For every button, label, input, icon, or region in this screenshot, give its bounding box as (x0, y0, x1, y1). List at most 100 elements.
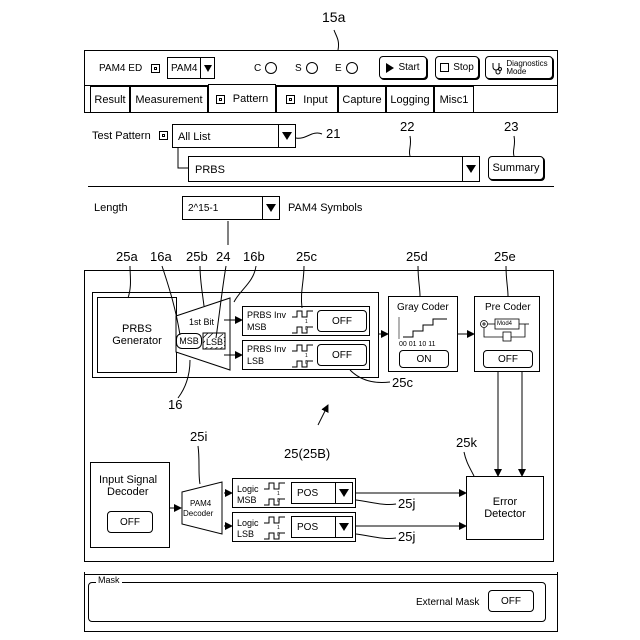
tab-capture[interactable]: Capture (338, 86, 386, 112)
gray-coder-toggle[interactable]: ON (399, 350, 449, 368)
summary-button-label: Summary (492, 162, 539, 174)
test-pattern-label: Test Pattern (92, 131, 151, 142)
msb-indicator: MSB (176, 333, 202, 349)
logic-lsb-label: Logic (237, 519, 259, 528)
chevron-down-icon (335, 483, 352, 503)
prbs-generator-label-2: Generator (112, 335, 162, 347)
tab-misc1[interactable]: Misc1 (434, 86, 474, 112)
mode-select[interactable]: PAM4 (167, 57, 215, 79)
gray-coder-value: ON (417, 354, 432, 365)
tab-result[interactable]: Result (90, 86, 130, 112)
settings-small-icon[interactable] (151, 64, 160, 73)
prbs-inv-lsb-toggle[interactable]: OFF (317, 344, 367, 366)
input-decoder-value: OFF (120, 517, 140, 528)
svg-text:1: 1 (277, 525, 280, 531)
logic-msb-select[interactable]: POS (291, 482, 353, 504)
start-button[interactable]: Start (379, 56, 427, 79)
external-mask-label: External Mask (416, 598, 479, 608)
ref-16a: 16a (150, 250, 172, 263)
prbs-inv-msb-block: PRBS Inv MSB 1 0 OFF (242, 306, 370, 336)
gray-coder-levels: 00 01 10 11 (399, 341, 435, 348)
stethoscope-icon (490, 61, 504, 75)
tab-measurement[interactable]: Measurement (130, 86, 208, 112)
svg-text:0: 0 (277, 532, 280, 538)
radio-s[interactable] (306, 62, 318, 74)
ref-25j-bottom: 25j (398, 530, 415, 543)
ref-25c-top: 25c (296, 250, 317, 263)
diagnostics-mode-label: Mode (506, 68, 547, 76)
svg-text:1: 1 (277, 491, 280, 497)
gray-coder-title: Gray Coder (397, 303, 449, 313)
ref-16b: 16b (243, 250, 265, 263)
length-select[interactable]: 2^15-1 (182, 196, 280, 220)
svg-text:0: 0 (305, 360, 308, 366)
diagnostics-mode-button[interactable]: Diagnostics Mode (485, 56, 553, 79)
ref-25-group: 25(25B) (284, 447, 330, 460)
ref-25j-top: 25j (398, 497, 415, 510)
ref-24: 24 (216, 250, 230, 263)
error-detector-block: Error Detector (466, 476, 544, 540)
pattern-select[interactable]: PRBS (188, 156, 480, 182)
stop-button[interactable]: Stop (435, 56, 479, 79)
input-decoder-toggle[interactable]: OFF (107, 511, 153, 533)
logic-lsb-select[interactable]: POS (291, 516, 353, 538)
pre-coder-toggle[interactable]: OFF (483, 350, 533, 368)
prbs-inv-lsb-value: OFF (332, 350, 352, 361)
waveform-icon: 1 0 (291, 309, 315, 335)
tab-pattern-label: Pattern (233, 93, 268, 105)
waveform-icon: 1 0 (263, 515, 287, 541)
tab-measurement-label: Measurement (135, 94, 202, 106)
test-pattern-icon (159, 131, 168, 140)
ref-16: 16 (168, 398, 182, 411)
stop-button-label: Stop (453, 62, 474, 73)
input-decoder-label: Input Signal (99, 475, 157, 486)
msb-label: MSB (179, 336, 199, 346)
logic-msb-value: POS (297, 489, 318, 499)
input-signal-decoder-block: Input Signal Decoder OFF (90, 462, 170, 548)
prbs-inv-msb-toggle[interactable]: OFF (317, 310, 367, 332)
ref-22: 22 (400, 120, 414, 133)
prbs-inv-lsb-block: PRBS Inv LSB 1 0 OFF (242, 340, 370, 370)
ref-23: 23 (504, 120, 518, 133)
waveform-icon: 1 0 (263, 481, 287, 507)
list-select[interactable]: All List (172, 124, 296, 148)
chevron-down-icon (278, 125, 295, 147)
radio-s-label: S (295, 64, 302, 74)
logic-msb-sub: MSB (237, 496, 257, 505)
toolbar: PAM4 ED PAM4 C S E Start Stop Diagnostic… (84, 50, 558, 86)
list-select-value: All List (178, 132, 210, 143)
prbs-inv-msb-value: OFF (332, 316, 352, 327)
lsb-label: LSB (205, 338, 224, 347)
prbs-inv-msb-sub: MSB (247, 323, 267, 332)
pre-coder-mod-label: Mod4 (497, 321, 512, 327)
mode-select-value: PAM4 (171, 64, 198, 74)
logic-msb-block: Logic MSB 1 0 POS (232, 478, 356, 508)
chevron-down-icon (262, 197, 279, 219)
ref-25e: 25e (494, 250, 516, 263)
chevron-down-icon (200, 58, 214, 78)
first-bit-label: 1st Bit (189, 318, 214, 327)
pre-coder-title: Pre Coder (485, 303, 531, 313)
logic-lsb-sub: LSB (237, 530, 254, 539)
tab-result-label: Result (94, 94, 125, 106)
mask-divider (84, 574, 558, 575)
chevron-down-icon (335, 517, 352, 537)
gray-coder-block: Gray Coder 00 01 10 11 ON (388, 296, 458, 372)
ref-21: 21 (326, 127, 340, 140)
external-mask-toggle[interactable]: OFF (488, 590, 534, 612)
tab-input[interactable]: Input (276, 86, 338, 112)
pam4-decoder-label-2: Decoder (183, 510, 213, 518)
ref-25b: 25b (186, 250, 208, 263)
divider (88, 186, 554, 187)
gray-staircase-icon (395, 315, 455, 341)
prbs-inv-lsb-label: PRBS Inv (247, 345, 286, 354)
tab-misc1-label: Misc1 (440, 94, 469, 106)
svg-text:1: 1 (305, 353, 308, 359)
logic-msb-label: Logic (237, 485, 259, 494)
summary-button[interactable]: Summary (488, 156, 544, 180)
tab-pattern[interactable]: Pattern (208, 84, 276, 114)
radio-c[interactable] (265, 62, 277, 74)
tab-logging[interactable]: Logging (386, 86, 434, 112)
radio-e[interactable] (346, 62, 358, 74)
svg-text:1: 1 (305, 319, 308, 325)
